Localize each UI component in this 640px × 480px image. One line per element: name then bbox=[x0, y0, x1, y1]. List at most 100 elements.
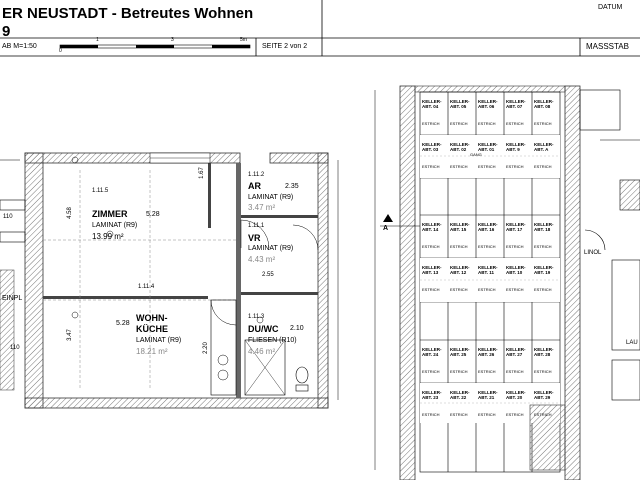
storage-cell-floor: ESTRICH bbox=[478, 121, 496, 126]
storage-cell-label: KELLER-ABT. 18 bbox=[534, 222, 554, 232]
storage-cell-floor: ESTRICH bbox=[450, 369, 468, 374]
dim-458: 4.58 bbox=[66, 207, 73, 219]
project-title: ER NEUSTADT - Betreutes Wohnen bbox=[2, 5, 254, 22]
storage-cell-label: KELLER-ABT. 29 bbox=[534, 390, 554, 400]
room-floor-zimmer: LAMINAT (R9) bbox=[92, 222, 138, 229]
storage-cell-label: KELLER-ABT. 24 bbox=[422, 347, 442, 357]
storage-cell-label: KELLER-ABT. 03 bbox=[422, 142, 442, 152]
storage-cell-label: KELLER-ABT. 19 bbox=[534, 265, 554, 275]
room-floor-ar: LAMINAT (R9) bbox=[248, 194, 294, 201]
storage-cell-label: KELLER-ABT. 10 bbox=[506, 265, 526, 275]
dim-347: 3.47 bbox=[66, 329, 73, 341]
room-area-ar: 3.47 m² bbox=[248, 203, 276, 212]
storage-cell-label: KELLER-ABT. 05 bbox=[450, 99, 470, 109]
room-area-vr: 4.43 m² bbox=[248, 255, 276, 264]
storage-cell-floor: ESTRICH bbox=[506, 121, 524, 126]
room-name-kueche-1: WOHN- bbox=[136, 313, 168, 323]
storage-cell-label: KELLER-ABT. 26 bbox=[478, 347, 498, 357]
scalebar-tick-3: 3 bbox=[171, 37, 174, 43]
room-id-kueche: 1.11.4 bbox=[138, 284, 155, 290]
storage-cell-label: KELLER-ABT. 22 bbox=[450, 390, 470, 400]
room-floor-vr: LAMINAT (R9) bbox=[248, 245, 294, 252]
storage-cell-floor: ESTRICH bbox=[506, 244, 524, 249]
storage-cell-label: KELLER-ABT. 23 bbox=[422, 390, 442, 400]
storage-cell-floor: ESTRICH bbox=[450, 121, 468, 126]
storage-cell-label: KELLER-ABT. 17 bbox=[506, 222, 526, 232]
storage-cell-floor: ESTRICH bbox=[534, 164, 552, 169]
storage-cell-label: KELLER-ABT. 20 bbox=[506, 390, 526, 400]
room-height-kueche: 5.28 bbox=[116, 320, 130, 327]
storage-cell-label: KELLER-ABT. 13 bbox=[422, 265, 442, 275]
room-id-ar: 1.11.2 bbox=[248, 172, 265, 178]
room-height-duwc: 2.10 bbox=[290, 325, 304, 332]
storage-cell-label: KELLER-ABT. 06 bbox=[478, 99, 498, 109]
storage-cell-label: KELLER-ABT. 9 bbox=[506, 142, 526, 152]
storage-cell-label: KELLER-ABT. 21 bbox=[478, 390, 498, 400]
storage-cell-floor: ESTRICH bbox=[506, 164, 524, 169]
edge-label-2: 110 bbox=[10, 345, 20, 351]
left-floor-plan bbox=[0, 152, 339, 409]
storage-cell-floor: ESTRICH bbox=[534, 287, 552, 292]
scale-label: AB M=1:50 bbox=[2, 43, 37, 50]
storage-cell-label: KELLER-ABT. 28 bbox=[534, 347, 554, 357]
storage-cell-floor: ESTRICH bbox=[450, 244, 468, 249]
room-floor-kueche: LAMINAT (R9) bbox=[136, 337, 182, 344]
header-frame bbox=[0, 0, 640, 57]
project-subtitle: 9 bbox=[2, 23, 11, 40]
storage-cell-floor: ESTRICH bbox=[534, 412, 552, 417]
storage-cell-floor: ESTRICH bbox=[450, 164, 468, 169]
edge-label-1: 110 bbox=[3, 214, 13, 220]
scale-box-label: MASSSTAB bbox=[586, 42, 629, 51]
scale-bar bbox=[59, 44, 251, 49]
room-id-zimmer: 1.11.5 bbox=[92, 188, 109, 194]
storage-cell-floor: ESTRICH bbox=[450, 287, 468, 292]
side-label-gang: GANG bbox=[470, 152, 482, 157]
room-name-zimmer: ZIMMER bbox=[92, 209, 128, 219]
room-height-zimmer: 5.28 bbox=[146, 211, 160, 218]
storage-cell-floor: ESTRICH bbox=[450, 412, 468, 417]
room-area-zimmer: 13.99 m² bbox=[92, 232, 124, 241]
room-id-duwc: 1.11.3 bbox=[248, 314, 265, 320]
storage-cell-floor: ESTRICH bbox=[506, 287, 524, 292]
storage-cell-label: KELLER-ABT. 02 bbox=[450, 142, 470, 152]
storage-cell-label: KELLER-ABT. 25 bbox=[450, 347, 470, 357]
room-id-vr: 1.11.1 bbox=[248, 223, 265, 229]
storage-cell-floor: ESTRICH bbox=[478, 412, 496, 417]
storage-cell-label: KELLER-ABT. 15 bbox=[450, 222, 470, 232]
scalebar-tick-5: 5m bbox=[240, 37, 247, 43]
room-area-duwc: 4.46 m² bbox=[248, 347, 276, 356]
storage-cell-floor: ESTRICH bbox=[478, 369, 496, 374]
storage-cell-floor: ESTRICH bbox=[422, 164, 440, 169]
storage-cell-label: KELLER-ABT. 08 bbox=[534, 99, 554, 109]
side-label-lau: LAU bbox=[626, 340, 638, 346]
storage-cell-floor: ESTRICH bbox=[478, 164, 496, 169]
storage-cell-label: KELLER-ABT. A bbox=[534, 142, 554, 152]
storage-cell-label: KELLER-ABT. 14 bbox=[422, 222, 442, 232]
storage-cell-floor: ESTRICH bbox=[506, 412, 524, 417]
storage-cell-floor: ESTRICH bbox=[534, 369, 552, 374]
room-name-ar: AR bbox=[248, 181, 261, 191]
edge-label-einpl: EINPL bbox=[2, 295, 23, 302]
storage-cell-floor: ESTRICH bbox=[422, 369, 440, 374]
storage-cell-label: KELLER-ABT. 11 bbox=[478, 265, 498, 275]
storage-cell-label: KELLER-ABT. 27 bbox=[506, 347, 526, 357]
storage-cell-label: KELLER-ABT. 07 bbox=[506, 99, 526, 109]
storage-cell-floor: ESTRICH bbox=[422, 244, 440, 249]
scalebar-tick-1: 1 bbox=[96, 37, 99, 43]
room-height-ar: 2.35 bbox=[285, 183, 299, 190]
dim-167: 1.67 bbox=[198, 167, 205, 179]
storage-cell-floor: ESTRICH bbox=[534, 121, 552, 126]
storage-cell-floor: ESTRICH bbox=[506, 369, 524, 374]
side-label-linol: LINOL bbox=[584, 250, 602, 256]
date-label: DATUM bbox=[598, 4, 623, 11]
storage-cell-label: KELLER-ABT. 01 bbox=[478, 142, 498, 152]
page-label: SEITE 2 von 2 bbox=[262, 43, 308, 50]
storage-cell-floor: ESTRICH bbox=[422, 121, 440, 126]
storage-cell-label: KELLER-ABT. 12 bbox=[450, 265, 470, 275]
dim-220: 2.20 bbox=[202, 342, 209, 354]
right-floor-plan bbox=[374, 85, 640, 480]
room-name-duwc: DU/WC bbox=[248, 324, 279, 334]
storage-cell-label: KELLER-ABT. 04 bbox=[422, 99, 442, 109]
room-area-kueche: 18.21 m² bbox=[136, 347, 168, 356]
